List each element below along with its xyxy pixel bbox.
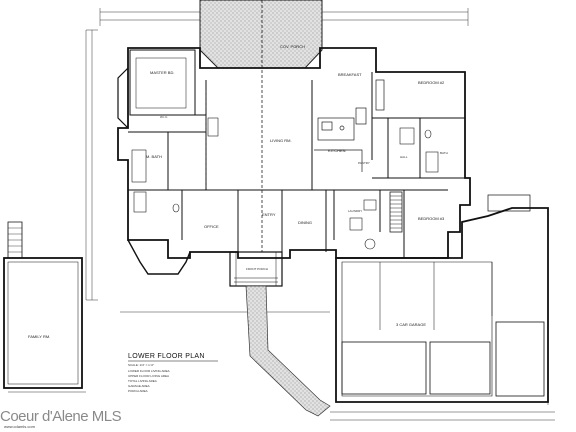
room-label-bath: BATH	[440, 151, 448, 155]
room-label-family-rm: FAMILY RM.	[28, 334, 50, 339]
room-label-hall: HALL	[400, 155, 408, 159]
room-label-bedroom-3: BEDROOM #3	[418, 216, 445, 221]
room-label-breakfast: BREAKFAST	[338, 72, 362, 77]
plan-scale: SCALE: 1/4" = 1'-0"	[128, 363, 154, 367]
room-label-living-rm: LIVING RM.	[270, 138, 292, 143]
bath-fixtures	[131, 117, 439, 250]
title-block-row-1: LOWER FLOOR LIVING AREA	[128, 369, 170, 373]
mls-watermark: Coeur d'Alene MLS	[0, 408, 122, 425]
room-label-garage: 3 CAR GARAGE	[396, 322, 426, 327]
room-label-entry: ENTRY	[262, 212, 276, 217]
master-bay-window	[117, 67, 129, 129]
room-label-dining: DINING	[298, 220, 312, 225]
dimension-lines	[8, 8, 555, 421]
room-label-cov-porch: COV. PORCH	[280, 44, 305, 49]
room-label-master-bd: MASTER BD.	[150, 70, 174, 75]
title-block-row-4: GARAGE AREA	[128, 384, 150, 388]
family-room-walls	[3, 221, 83, 389]
front-walkway	[245, 285, 331, 417]
title-block-row-3: TOTAL LIVING AREA	[128, 379, 157, 383]
title-block-row-5: PORCH AREA	[128, 389, 148, 393]
mls-watermark-url: www.cdamls.com	[4, 424, 35, 429]
room-label-office: OFFICE	[204, 224, 219, 229]
room-label-wic: W.I.C.	[160, 115, 168, 119]
title-block-row-2: UPPER FLOOR LIVING AREA	[128, 374, 169, 378]
kitchen-fixtures	[314, 79, 385, 172]
room-label-bedroom-2: BEDROOM #2	[418, 80, 445, 85]
stairs	[389, 191, 403, 233]
room-label-m-bath: M. BATH	[146, 154, 162, 159]
beam-lines	[205, 0, 263, 252]
room-label-pantry: PANTRY	[358, 161, 370, 165]
room-label-kitchen: KITCHEN	[328, 148, 346, 153]
garage-walls	[335, 194, 549, 403]
interior-walls	[128, 49, 465, 258]
room-label-front-porch: FRONT PORCH	[246, 267, 268, 271]
rear-porch-hatch	[199, 0, 323, 69]
plan-title: LOWER FLOOR PLAN	[128, 353, 205, 360]
office-bay-window	[127, 239, 191, 275]
room-label-laundry: LAUNDRY	[348, 209, 362, 213]
